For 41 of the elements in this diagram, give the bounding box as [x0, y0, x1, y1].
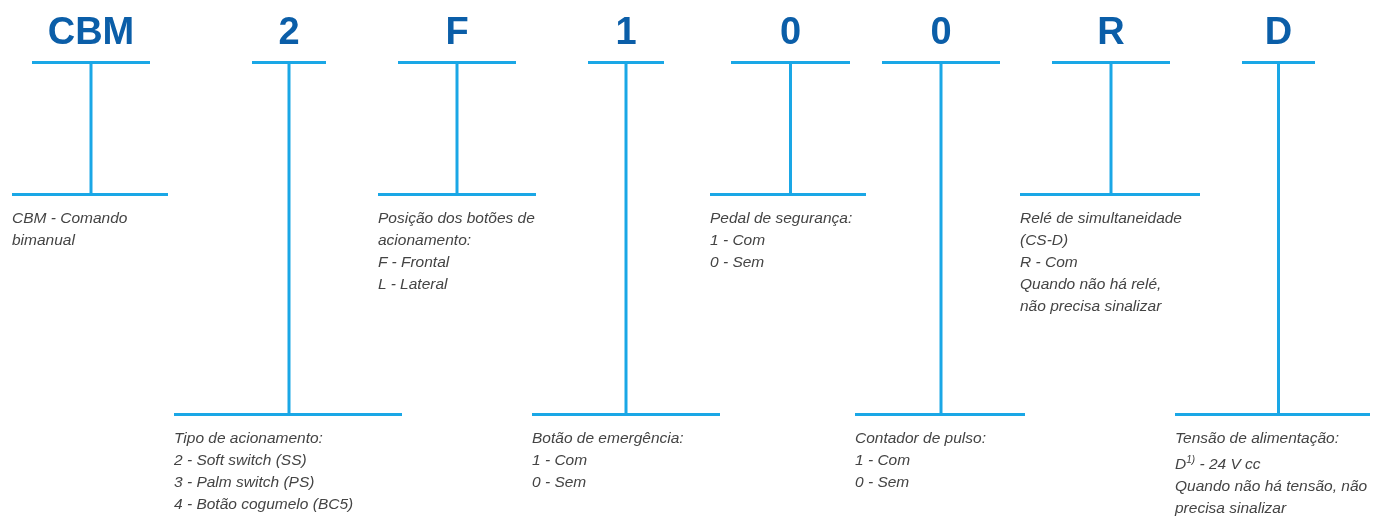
description-block: [174, 413, 402, 515]
description-heading: CBM - Comando bimanual: [12, 208, 129, 250]
code-letter: R: [1097, 9, 1125, 54]
connector-line: [455, 64, 459, 193]
description-text: 3 - Palm switch (PS): [174, 472, 316, 492]
connector-line: [624, 64, 628, 413]
description-text: 1 - Com: [710, 230, 767, 250]
description-heading: Tensão de alimentação:: [1175, 428, 1340, 448]
description-text: R - Com: [1020, 252, 1079, 272]
connector-line: [89, 64, 93, 193]
description-text: 0 - Sem: [710, 252, 766, 272]
description-text: Quando não há tensão, não precisa sinalizar: [1175, 476, 1369, 519]
description-text: Quando não há relé, não precisa sinalizar: [1020, 274, 1163, 316]
description-heading: Tipo de acionamento:: [174, 428, 324, 448]
connector-line: [1277, 64, 1280, 413]
description-text: F - Frontal: [378, 252, 451, 272]
description-text: L - Lateral: [378, 274, 449, 294]
description-text: 0 - Sem: [532, 472, 588, 492]
connector-line: [287, 64, 291, 413]
code-letter: 0: [930, 9, 952, 54]
description-heading: Posição dos botões de acionamento:: [378, 208, 536, 250]
code-letter: 0: [779, 9, 802, 54]
code-letter: D: [1264, 9, 1293, 54]
code-letter: 1: [615, 9, 637, 54]
connector-line: [939, 64, 943, 413]
description-text: 0 - Sem: [855, 472, 911, 492]
description-heading: Botão de emergência:: [532, 428, 685, 448]
code-letter: 2: [278, 9, 300, 54]
description-text: 1 - Com: [532, 450, 589, 470]
description-heading: Relé de simultaneidade (CS-D): [1020, 208, 1183, 250]
code-letter: CBM: [47, 9, 135, 54]
description-text: D$^{1)}$ - 24 V cc: [1175, 453, 1262, 475]
description-heading: Pedal de segurança:: [710, 208, 854, 228]
connector-line: [1109, 64, 1113, 193]
code-letter: F: [445, 9, 469, 54]
description-text: 4 - Botão cogumelo (BC5): [174, 494, 355, 514]
connector-line: [789, 64, 792, 193]
description-heading: Contador de pulso:: [855, 428, 987, 448]
description-block: [1020, 193, 1200, 317]
description-text: 1 - Com: [855, 450, 912, 470]
description-text: 2 - Soft switch (SS): [174, 450, 308, 470]
